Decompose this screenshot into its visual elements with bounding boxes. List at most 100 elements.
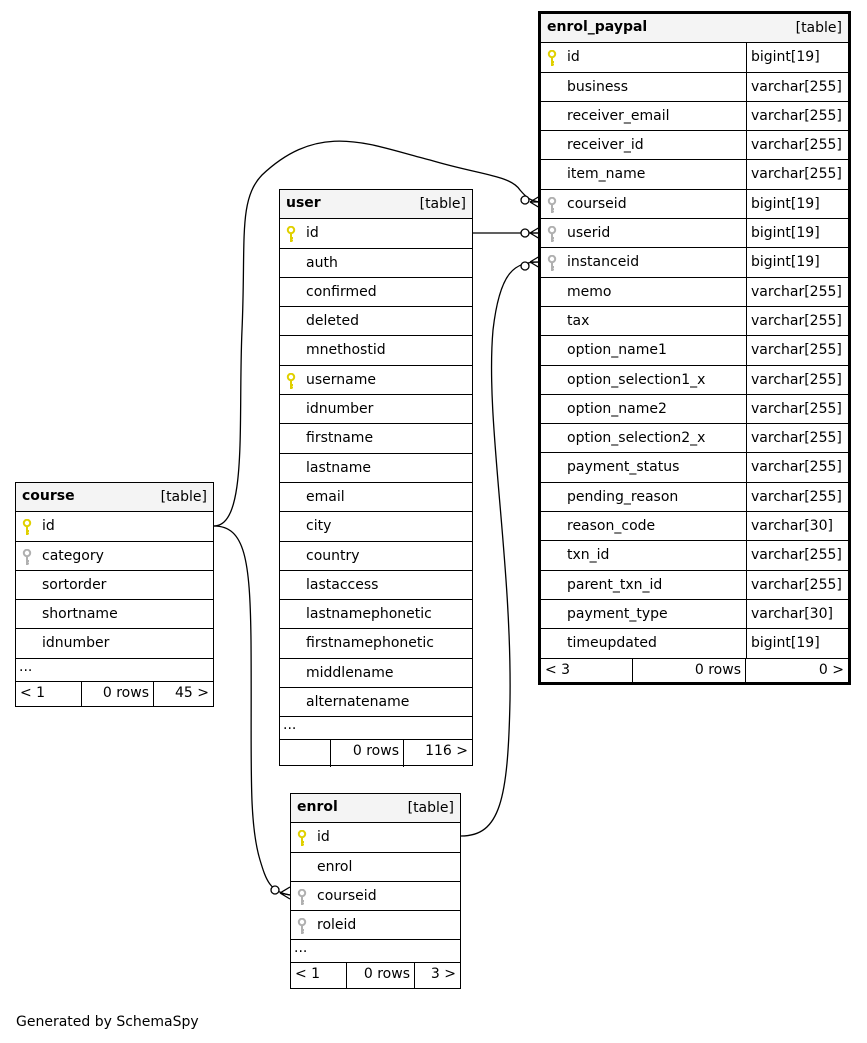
table-name[interactable]: enrol_paypal (547, 19, 648, 35)
column-type-label: bigint[19] (751, 49, 820, 66)
table-header: user[table] (280, 190, 472, 220)
column-row[interactable]: receiver_id varchar[255] (541, 131, 848, 161)
table-name[interactable]: course (22, 488, 75, 504)
column-name: receiver_id (567, 137, 644, 154)
column-name: country (306, 547, 360, 564)
column-name: memo (567, 283, 612, 300)
footer-children-label: 3 > (430, 966, 456, 983)
column-row[interactable]: lastnamephonetic (280, 600, 472, 630)
column-name: middlename (306, 664, 394, 681)
column-type: varchar[255] (746, 131, 848, 160)
column-row[interactable]: enrol (291, 853, 460, 882)
column-row[interactable]: idnumber (280, 395, 472, 425)
table-name[interactable]: user (286, 195, 321, 211)
column-name: reason_code (567, 518, 656, 535)
footer-parents[interactable]: < 1 (16, 682, 81, 707)
column-row[interactable]: idnumber (16, 629, 213, 659)
column-name: sortorder (42, 576, 107, 593)
column-type: bigint[19] (746, 248, 848, 277)
footer-children[interactable]: 116 > (403, 740, 472, 768)
footer-children-label: 116 > (425, 743, 468, 760)
column-type: varchar[255] (746, 570, 848, 599)
column-type-label: varchar[255] (751, 547, 842, 564)
table-type-tag: [table] (795, 20, 842, 36)
column-row[interactable]: alternatename (280, 688, 472, 718)
column-row[interactable]: reason_code varchar[30] (541, 512, 848, 542)
column-row[interactable]: shortname (16, 600, 213, 630)
column-row[interactable]: confirmed (280, 278, 472, 308)
column-type: varchar[255] (746, 101, 848, 131)
column-row[interactable]: sortorder (16, 571, 213, 601)
column-name: timeupdated (567, 635, 657, 652)
column-type: varchar[30] (746, 599, 848, 629)
column-row[interactable]: roleid (291, 911, 460, 941)
column-type: varchar[255] (746, 306, 848, 336)
footer-children-label: 45 > (175, 684, 209, 701)
table-type-tag: [table] (407, 800, 454, 816)
column-row[interactable]: country (280, 542, 472, 571)
column-name: payment_status (567, 459, 680, 476)
column-type: bigint[19] (746, 629, 848, 658)
column-row[interactable]: category (16, 542, 213, 571)
column-row[interactable]: deleted (280, 307, 472, 337)
column-row[interactable]: city (280, 512, 472, 542)
column-row[interactable]: timeupdated bigint[19] (541, 629, 848, 659)
column-row[interactable]: id (291, 823, 460, 853)
column-row[interactable]: auth (280, 249, 472, 278)
column-type-label: varchar[255] (751, 78, 842, 95)
column-type-label: varchar[255] (751, 371, 842, 388)
column-row[interactable]: username (280, 366, 472, 396)
column-row[interactable]: middlename (280, 659, 472, 689)
column-row[interactable]: courseid (291, 882, 460, 912)
column-type: varchar[255] (746, 72, 848, 101)
column-type: varchar[30] (746, 512, 848, 541)
column-name: idnumber (42, 635, 110, 652)
footer-children[interactable]: 45 > (153, 681, 213, 707)
column-row[interactable]: firstnamephonetic (280, 629, 472, 659)
column-name: enrol (317, 858, 353, 875)
footer-parents[interactable]: < 1 (291, 963, 346, 988)
column-row[interactable]: id (280, 219, 472, 249)
column-name: confirmed (306, 283, 377, 300)
table-header: enrol_paypal [table] (541, 14, 848, 44)
column-row[interactable]: email (280, 483, 472, 513)
column-row[interactable]: lastname (280, 454, 472, 483)
footer-children[interactable]: 0 > (745, 658, 848, 685)
footer-parents[interactable]: < 3 (541, 659, 632, 685)
column-name: userid (567, 225, 611, 242)
column-row[interactable]: lastaccess (280, 571, 472, 601)
more-columns-ellipsis: ... (291, 940, 460, 964)
column-row[interactable]: firstname (280, 424, 472, 454)
footer-row-count-label: 0 rows (352, 743, 399, 760)
foreign-key-icon (547, 196, 557, 213)
column-name: auth (306, 254, 338, 271)
footer-parents-label: < 3 (545, 661, 571, 678)
column-row[interactable]: id (16, 512, 213, 542)
table-name[interactable]: enrol (297, 799, 338, 815)
footer-children[interactable]: 3 > (414, 963, 460, 989)
column-row[interactable]: mnethostid (280, 336, 472, 366)
footer-parents[interactable] (280, 740, 330, 767)
